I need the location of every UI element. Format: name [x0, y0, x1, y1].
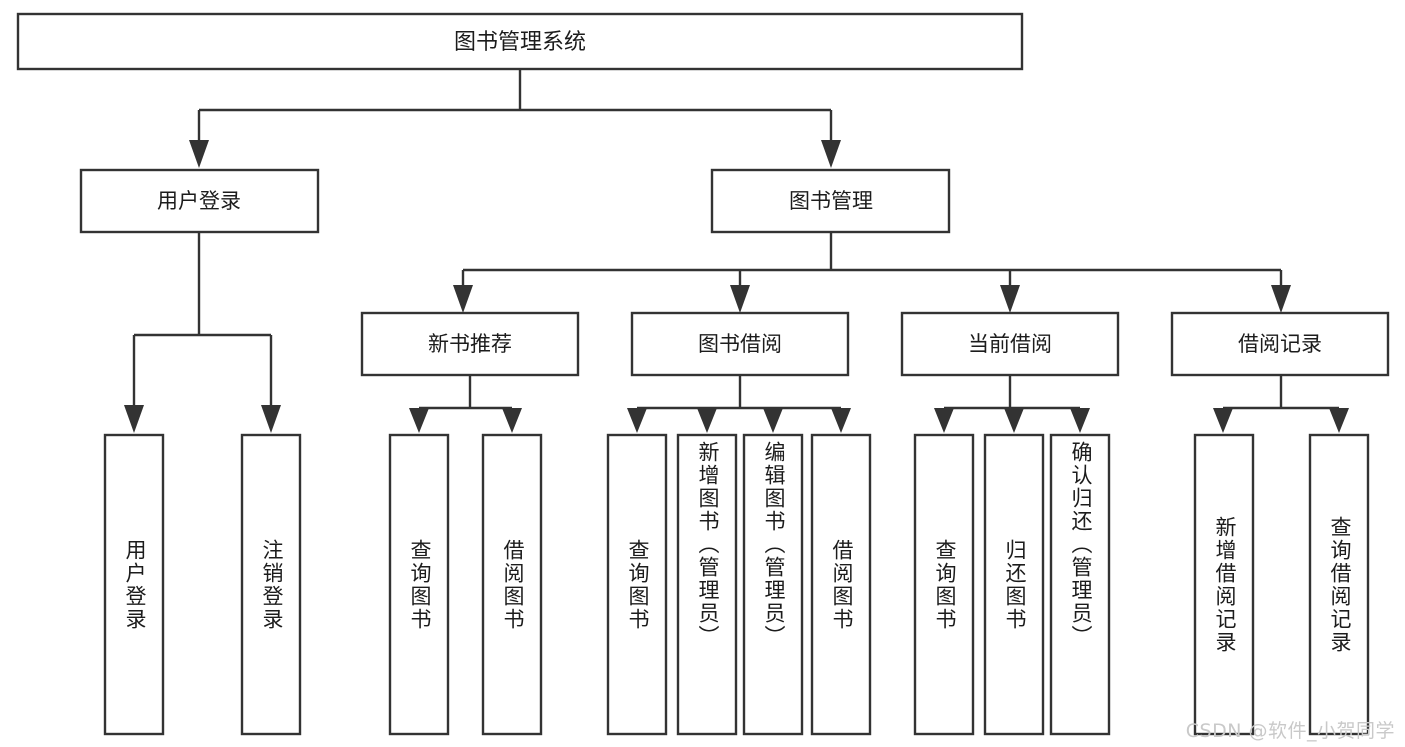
node-leaf-borrow-book-1[interactable]	[481, 433, 543, 736]
arrow-head-user-login	[189, 140, 209, 168]
node-leaf-query-borrow-record[interactable]	[1308, 433, 1370, 736]
node-book-borrow[interactable]	[630, 311, 850, 377]
arrow-head-currentborrow-leaf-3	[1070, 408, 1090, 433]
node-current-borrow-label: 当前借阅	[968, 332, 1052, 356]
connector-group-root	[189, 69, 841, 168]
node-leaf-add-borrow-record[interactable]	[1193, 433, 1255, 736]
node-user-login-label: 用户登录	[157, 189, 241, 213]
node-borrow-record[interactable]	[1170, 311, 1390, 377]
arrow-head-leaf-user-login-2	[261, 405, 281, 433]
node-borrow-record-label: 借阅记录	[1238, 332, 1322, 356]
node-leaf-edit-book-admin[interactable]	[742, 433, 804, 736]
connector-group-borrow-record	[1213, 375, 1349, 433]
connector-group-book-borrow	[627, 375, 851, 433]
arrow-head-newbook-leaf-2	[502, 408, 522, 433]
node-leaf-query-book-3[interactable]	[913, 433, 975, 736]
node-book-manage[interactable]	[710, 168, 951, 234]
arrow-head-leaf-user-login-1	[124, 405, 144, 433]
connector-group-user-login	[124, 232, 281, 433]
node-leaf-borrow-book-2[interactable]	[810, 433, 872, 736]
connector-group-current-borrow	[934, 375, 1090, 433]
node-leaf-logout[interactable]	[240, 433, 302, 736]
node-user-login[interactable]	[79, 168, 320, 234]
connector-group-new-book	[409, 375, 522, 433]
arrow-head-borrowrecord-leaf-2	[1329, 408, 1349, 433]
node-leaf-query-book-1[interactable]	[388, 433, 450, 736]
arrow-head-bookborrow-leaf-3	[763, 408, 783, 433]
node-root-system[interactable]	[16, 12, 1024, 71]
node-book-manage-label: 图书管理	[789, 189, 873, 213]
node-leaf-user-login[interactable]	[103, 433, 165, 736]
watermark-text: CSDN @软件_小贺同学	[1185, 720, 1395, 742]
arrow-head-bookborrow-leaf-2	[697, 408, 717, 433]
node-new-book-recommend[interactable]	[360, 311, 580, 377]
node-leaf-add-book-admin[interactable]	[676, 433, 738, 736]
arrow-head-bookborrow-leaf-4	[831, 408, 851, 433]
node-root-system-label: 图书管理系统	[454, 30, 586, 55]
arrow-head-book-manage	[821, 140, 841, 168]
arrow-head-currentborrow-leaf-1	[934, 408, 954, 433]
arrow-head-bookborrow-leaf-1	[627, 408, 647, 433]
node-current-borrow[interactable]	[900, 311, 1120, 377]
arrow-head-newbook-leaf-1	[409, 408, 429, 433]
connector-group-book-manage	[453, 232, 1291, 313]
node-new-book-recommend-label: 新书推荐	[428, 332, 512, 356]
arrow-head-currentborrow-leaf-2	[1004, 408, 1024, 433]
arrow-head-borrowrecord-leaf-1	[1213, 408, 1233, 433]
node-book-borrow-label: 图书借阅	[698, 332, 782, 356]
arrow-head-book-borrow	[730, 285, 750, 313]
arrow-head-current-borrow	[1000, 285, 1020, 313]
arrow-head-borrow-record	[1271, 285, 1291, 313]
arrow-head-new-book	[453, 285, 473, 313]
node-leaf-query-book-2[interactable]	[606, 433, 668, 736]
node-leaf-confirm-return-admin[interactable]	[1049, 433, 1111, 736]
node-leaf-return-book[interactable]	[983, 433, 1045, 736]
